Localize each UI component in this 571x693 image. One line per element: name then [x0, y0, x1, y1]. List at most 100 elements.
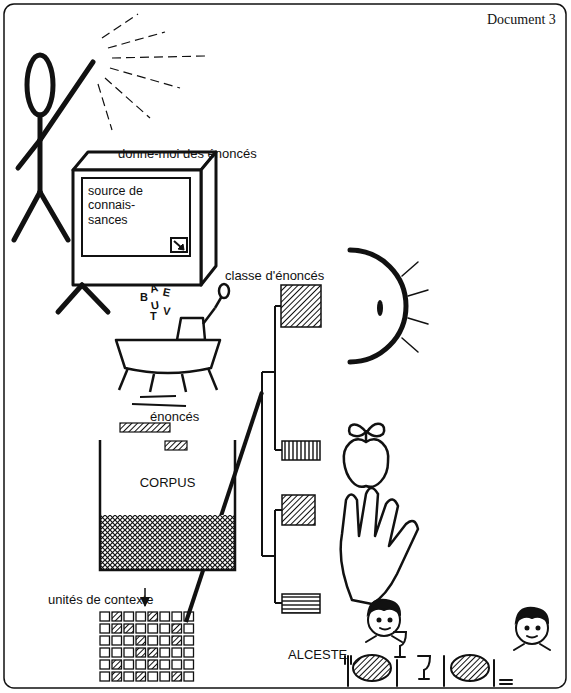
- speaker-figure: [38, 115, 43, 192]
- context-unit-grid: [100, 612, 194, 681]
- dining-people-icon: [347, 656, 349, 686]
- speaker-figure: [40, 192, 68, 240]
- context-unit-grid: [136, 660, 146, 669]
- dining-people-icon: [451, 655, 489, 681]
- context-unit-grid: [124, 660, 134, 669]
- context-unit-grid: [172, 624, 182, 633]
- context-unit-grid: [172, 612, 182, 621]
- context-unit-grid: [112, 612, 122, 621]
- speaker-figure: [40, 62, 93, 140]
- node-text: source de connais- sances: [88, 184, 161, 227]
- dining-people-icon: [353, 655, 391, 681]
- hand-icon: [341, 488, 418, 604]
- container-outline: [100, 440, 235, 570]
- dining-people-icon: [396, 660, 398, 686]
- voice-rays: [98, 84, 112, 130]
- statement-strips: [120, 423, 170, 432]
- dendrogram: [274, 306, 276, 450]
- context-unit-grid: [184, 636, 194, 645]
- context-unit-grid: [100, 636, 110, 645]
- dining-people-icon: [378, 619, 381, 622]
- context-unit-grid: [100, 624, 110, 633]
- dining-people-icon: [537, 627, 540, 630]
- dining-people-icon: [443, 656, 445, 686]
- corpus-container: CORPUS: [100, 440, 235, 570]
- screen-icon: [171, 238, 187, 252]
- class-box: [282, 441, 320, 460]
- node-text: CORPUS: [100, 476, 235, 491]
- class-box: [282, 495, 315, 525]
- speaker-figure: [18, 140, 40, 168]
- context-unit-grid: [184, 660, 194, 669]
- dendrogram: [275, 305, 281, 307]
- context-unit-grid: [160, 648, 170, 657]
- class-box: [281, 285, 321, 613]
- dining-people-icon: [514, 644, 550, 650]
- context-unit-grid: [148, 624, 158, 633]
- speech-caption: donne-moi des énoncés: [118, 147, 257, 160]
- context-unit-grid: [112, 624, 122, 633]
- context-unit-grid: [112, 660, 122, 669]
- screen-icon: [174, 241, 183, 249]
- meat-grinder: [203, 308, 215, 324]
- page-frame: [4, 4, 566, 688]
- dendrogram: [275, 509, 282, 511]
- dining-people-icon: [493, 660, 495, 686]
- knowledge-box: [73, 170, 201, 285]
- dining-people-icon: [380, 628, 390, 630]
- apple-icon: [344, 439, 388, 486]
- dendrogram: [275, 602, 282, 604]
- knowledge-box: [201, 152, 216, 285]
- context-unit-grid: [100, 612, 110, 621]
- context-unit-grid: [100, 660, 110, 669]
- context-unit-grid: [100, 672, 110, 681]
- meat-grinder: [219, 284, 229, 298]
- meat-grinder: [116, 284, 229, 392]
- context-unit-grid: [172, 672, 182, 681]
- document-title: Document 3: [487, 13, 556, 27]
- class-box: [281, 285, 321, 327]
- box-stand: [58, 285, 108, 312]
- apple-icon: [344, 424, 388, 487]
- meat-grinder: [116, 340, 220, 373]
- letter-symbol: E: [162, 286, 171, 298]
- software-name: ALCESTE: [288, 648, 347, 661]
- dining-people-icon: [526, 627, 529, 630]
- dendrogram: [275, 449, 282, 451]
- corpus-fill: [100, 515, 235, 570]
- page-frame: [4, 4, 566, 688]
- context-unit-grid: [136, 636, 146, 645]
- hand-icon: [341, 488, 418, 604]
- meat-grinder: [182, 374, 186, 392]
- letter-symbol: B: [140, 292, 148, 303]
- context-unit-grid: [124, 636, 134, 645]
- dining-people-icon: [368, 600, 400, 614]
- moon-face-icon: [350, 250, 428, 362]
- context-unit-grid: [160, 624, 170, 633]
- dining-people-icon: [418, 656, 430, 679]
- context-unit-grid: [184, 624, 194, 633]
- speaker-figure: [14, 192, 40, 240]
- context-unit-grid: [172, 636, 182, 645]
- context-unit-grid: [148, 672, 158, 681]
- moon-face-icon: [408, 290, 428, 296]
- moon-face-icon: [377, 300, 383, 316]
- dining-people-icon: [366, 636, 402, 642]
- classification-link: [186, 392, 262, 622]
- dining-people-icon: [345, 600, 550, 686]
- context-unit-grid: [124, 612, 134, 621]
- voice-rays: [98, 14, 205, 130]
- statements-label: énoncés: [150, 410, 199, 423]
- context-unit-grid: [160, 672, 170, 681]
- dendrogram: [274, 510, 276, 603]
- class-box: [282, 594, 320, 613]
- context-unit-grid: [184, 672, 194, 681]
- context-unit-grid: [160, 636, 170, 645]
- meat-grinder: [119, 368, 128, 390]
- context-unit-grid: [172, 648, 182, 657]
- meat-grinder: [177, 318, 205, 340]
- context-unit-grid: [136, 624, 146, 633]
